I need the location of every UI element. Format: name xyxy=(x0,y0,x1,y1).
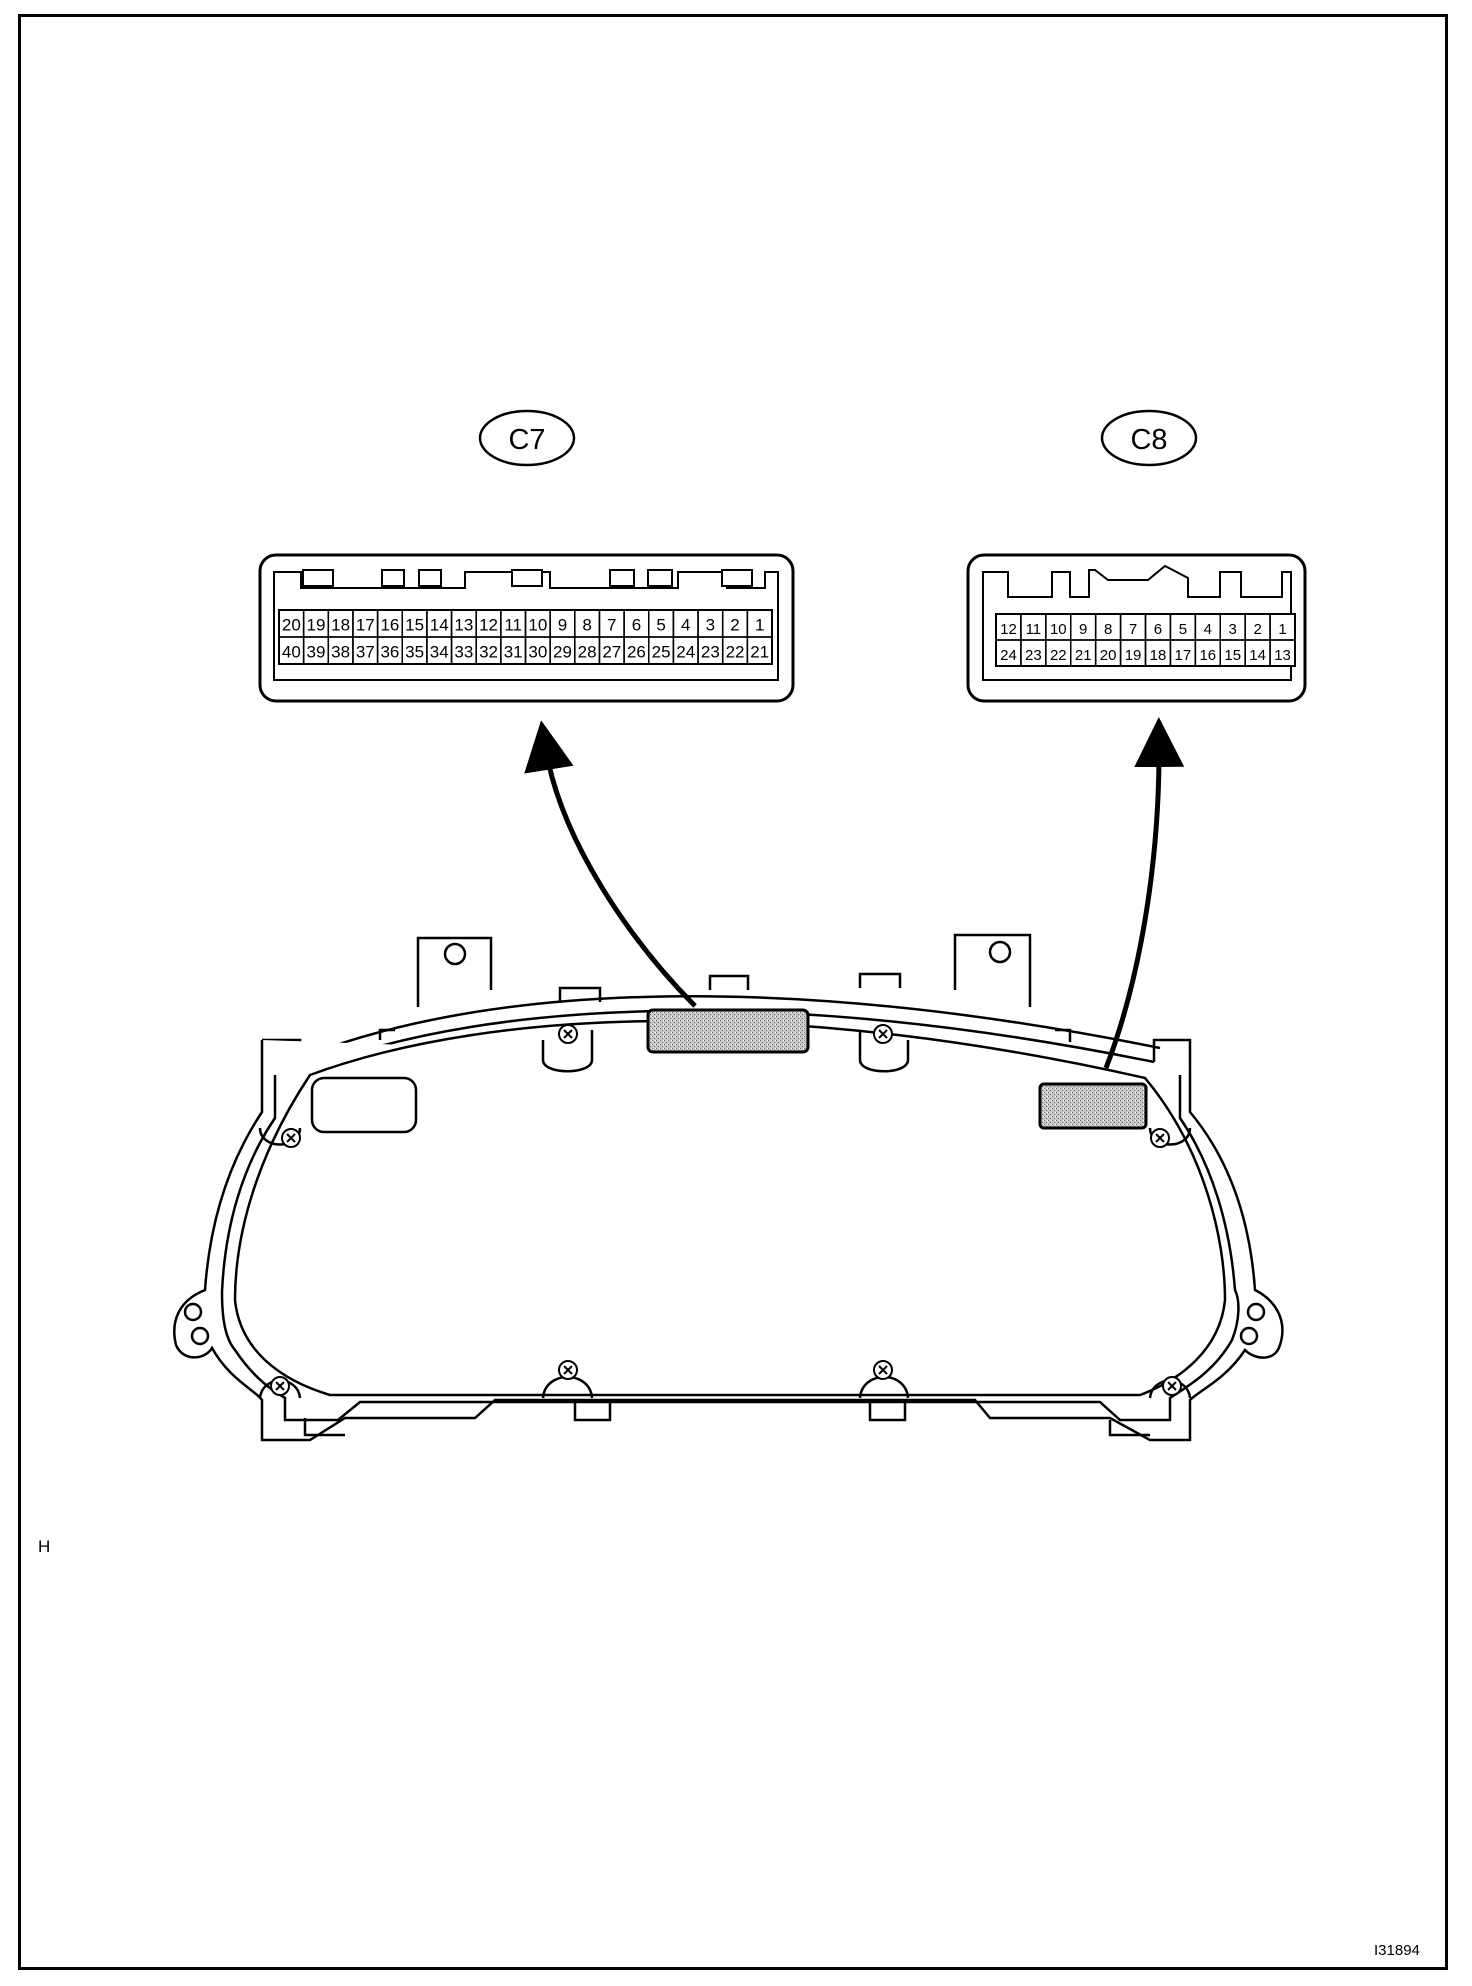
pin-number: 14 xyxy=(430,616,449,635)
pin-number: 1 xyxy=(1278,621,1286,638)
c7-socket-highlight xyxy=(646,1008,810,1054)
pin-number: 5 xyxy=(656,616,665,635)
figure-frame xyxy=(18,14,1448,1970)
pin-number: 12 xyxy=(479,616,498,635)
pin-number: 20 xyxy=(1100,647,1117,664)
pin-number: 13 xyxy=(454,616,473,635)
screw-cross xyxy=(878,1029,888,1039)
pin-number: 11 xyxy=(1026,621,1042,638)
screw-cross xyxy=(563,1365,573,1375)
pin-number: 8 xyxy=(582,616,591,635)
pin-number: 24 xyxy=(1000,647,1017,664)
pin-number: 23 xyxy=(701,643,720,662)
pin-number: 1 xyxy=(755,616,764,635)
pin-number: 19 xyxy=(307,616,326,635)
pin-number: 22 xyxy=(1050,647,1067,664)
pin-number: 3 xyxy=(1229,621,1237,638)
pin-number: 12 xyxy=(1000,621,1017,638)
pin-number: 4 xyxy=(681,616,690,635)
c8-label-oval xyxy=(1100,409,1198,467)
pin-number: 8 xyxy=(1104,621,1112,638)
pin-number: 27 xyxy=(602,643,621,662)
pin-number: 18 xyxy=(1150,647,1167,664)
pin-number: 21 xyxy=(750,643,769,662)
pin-number: 37 xyxy=(356,643,375,662)
pin-number: 15 xyxy=(1224,647,1241,664)
pin-number: 39 xyxy=(307,643,326,662)
pin-number: 34 xyxy=(430,643,449,662)
pin-number: 3 xyxy=(706,616,715,635)
pin-number: 19 xyxy=(1125,647,1142,664)
pin-number: 5 xyxy=(1179,621,1187,638)
combination-meter xyxy=(173,933,1284,1442)
pin-cell xyxy=(746,636,773,665)
pin-number: 32 xyxy=(479,643,498,662)
pin-number: 9 xyxy=(558,616,567,635)
screw-cross xyxy=(286,1133,296,1143)
screw-cross xyxy=(1155,1133,1165,1143)
pin-cell xyxy=(1269,639,1296,667)
pin-number: 35 xyxy=(405,643,424,662)
c8-socket-highlight xyxy=(1038,1082,1148,1130)
screw-cross xyxy=(1167,1381,1177,1391)
pin-number: 33 xyxy=(454,643,473,662)
pin-number: 11 xyxy=(504,616,522,635)
screw-cross xyxy=(275,1381,285,1391)
pin-number: 4 xyxy=(1204,621,1212,638)
c8-arrow xyxy=(1103,717,1185,1069)
pin-number: 20 xyxy=(282,616,301,635)
screw-marks xyxy=(270,1024,1182,1396)
pin-number: 28 xyxy=(578,643,597,662)
pin-number: 24 xyxy=(676,643,695,662)
screw-cross xyxy=(563,1029,573,1039)
pin-number: 23 xyxy=(1025,647,1042,664)
pin-number: 21 xyxy=(1075,647,1092,664)
pin-number: 25 xyxy=(652,643,671,662)
c7-arrow xyxy=(524,720,697,1008)
pin-number: 14 xyxy=(1249,647,1266,664)
pin-number: 13 xyxy=(1274,647,1291,664)
screw-cross xyxy=(878,1365,888,1375)
pin-number: 17 xyxy=(1175,647,1192,664)
pin-number: 22 xyxy=(726,643,745,662)
pin-number: 31 xyxy=(504,643,523,662)
pin-number: 26 xyxy=(627,643,646,662)
pin-number: 17 xyxy=(356,616,375,635)
pin-number: 2 xyxy=(1253,621,1261,638)
pin-number: 7 xyxy=(1129,621,1137,638)
pin-number: 30 xyxy=(528,643,547,662)
pin-number: 16 xyxy=(380,616,399,635)
c8-label: C8 xyxy=(1130,424,1167,456)
pin-number: 29 xyxy=(553,643,572,662)
c7-label: C7 xyxy=(508,424,545,456)
figure-code: I31894 xyxy=(1374,1942,1420,1959)
pin-number: 7 xyxy=(607,616,616,635)
pin-number: 10 xyxy=(1050,621,1067,638)
pin-number: 9 xyxy=(1079,621,1087,638)
pin-number: 40 xyxy=(282,643,301,662)
pin-number: 36 xyxy=(380,643,399,662)
pin-number: 10 xyxy=(528,616,547,635)
pin-number: 16 xyxy=(1199,647,1216,664)
pin-number: 18 xyxy=(331,616,350,635)
pin-number: 6 xyxy=(1154,621,1162,638)
pin-number: 38 xyxy=(331,643,350,662)
c7-label-oval xyxy=(478,409,576,467)
pin-number: 15 xyxy=(405,616,424,635)
pin-number: 6 xyxy=(632,616,641,635)
side-mark: H xyxy=(38,1537,51,1556)
pin-number: 2 xyxy=(730,616,739,635)
